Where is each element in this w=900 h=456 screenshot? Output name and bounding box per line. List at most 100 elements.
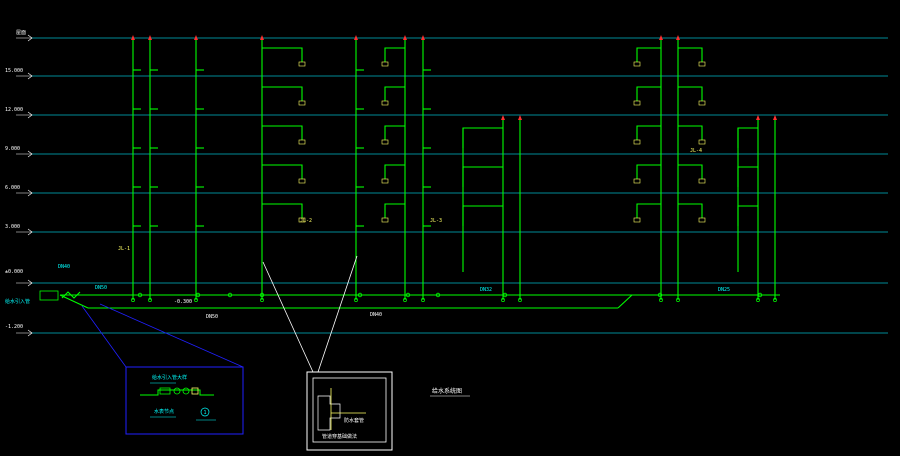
floor-label-3000: 3.000	[5, 224, 20, 230]
inset-leader-left	[81, 305, 127, 368]
riser-base-2	[194, 298, 198, 302]
riser-base-12	[773, 298, 777, 302]
callout-sleeve-note: 防水套管	[344, 417, 364, 424]
riser-base-5	[403, 298, 407, 302]
riser-base-10	[676, 298, 680, 302]
main-valve-3	[259, 292, 265, 298]
branch-0-4	[262, 203, 303, 218]
stack-tag-3: JL-3	[430, 218, 442, 224]
main-label-dn32: DN32	[480, 287, 492, 293]
branch-1-1	[636, 86, 661, 101]
riser-base-3	[260, 298, 264, 302]
main-pipe-labels: DN50 -0.300 DN40 DN32 DN25	[174, 287, 730, 320]
inset-check-valve	[191, 387, 199, 395]
level-mark-5	[16, 228, 33, 236]
inset-frame	[125, 366, 244, 435]
riser-valve-12	[773, 115, 777, 120]
callout-leader-right	[317, 255, 358, 373]
fixture-2-4	[698, 217, 706, 223]
riser-valve-0	[131, 35, 135, 40]
riser-valve-5	[403, 35, 407, 40]
riser-base-1	[148, 298, 152, 302]
fixture-3-2	[381, 139, 389, 145]
riser-valve-7	[501, 115, 505, 120]
riser-valve-10	[676, 35, 680, 40]
main-valve-1	[195, 292, 201, 298]
branch-1-0	[636, 47, 661, 62]
inset-valve-b	[182, 387, 190, 395]
main-valve-8	[657, 292, 663, 298]
floor-level-labels: 屋面 15.000 12.000 9.000 6.000 3.000 ±0.00…	[5, 30, 26, 330]
main-valve-9	[757, 292, 763, 298]
branch-2-4	[678, 203, 703, 218]
drawing-title: 给水系统图	[432, 387, 462, 395]
branch-0-3	[262, 164, 303, 179]
upper-branch-1-0	[737, 127, 758, 148]
main-valve-7	[502, 292, 508, 298]
floor-label-ground: ±0.000	[5, 269, 23, 275]
main-pipe-riser-step	[617, 294, 633, 309]
upper-branch-0-0	[462, 127, 503, 148]
branch-3-2	[384, 125, 405, 140]
floor-label-6000: 6.000	[5, 185, 20, 191]
branch-1-2	[636, 125, 661, 140]
fixture-3-4	[381, 217, 389, 223]
inlet-label-name: 给水引入管	[5, 298, 30, 305]
stack-tag-2: JL-2	[300, 218, 312, 224]
branch-3-0	[384, 47, 405, 62]
callout-inner-frame	[312, 377, 387, 443]
fixture-0-2	[298, 139, 306, 145]
fixture-1-3	[633, 178, 641, 184]
branch-0-0	[262, 47, 303, 62]
main-valve-4	[357, 292, 363, 298]
stack-tag-4: JL-4	[690, 148, 702, 154]
floor-label-15000: 15.000	[5, 68, 23, 74]
branch-1-4	[636, 203, 661, 218]
stack-tag-1: JL-1	[118, 246, 130, 252]
riser-base-8	[518, 298, 522, 302]
fixture-3-0	[381, 61, 389, 67]
riser-base-7	[501, 298, 505, 302]
floor-label-12000: 12.000	[5, 107, 23, 113]
fixture-2-2	[698, 139, 706, 145]
branch-0-2	[262, 125, 303, 140]
riser-valve-6	[421, 35, 425, 40]
riser-valve-1	[148, 35, 152, 40]
branch-0-1	[262, 86, 303, 101]
stack-tags: JL-1 JL-2 JL-3 JL-4	[118, 148, 702, 252]
main-label-dn40: DN40	[370, 312, 382, 318]
riser-valve-3	[260, 35, 264, 40]
inset-meter	[159, 387, 171, 395]
callout-foundation	[317, 395, 341, 431]
main-valve-2	[227, 292, 233, 298]
fixture-3-3	[381, 178, 389, 184]
level-mark-4	[16, 189, 33, 197]
upper-branch-1-1	[737, 166, 758, 187]
level-mark-0	[16, 34, 33, 42]
inlet-label-dn40: DN40	[58, 264, 70, 270]
inset-number: 1	[204, 410, 207, 416]
inlet-label-dn50: DN50	[95, 285, 107, 291]
level-mark-6	[16, 279, 33, 287]
fixture-0-3	[298, 178, 306, 184]
inlet-labels: DN40 给水引入管 DN50	[5, 264, 107, 305]
inset-leader-right	[99, 303, 244, 368]
inset-detail[interactable]: 给水引入管大样 水表节点 1	[81, 303, 244, 435]
inset-meter-label: 水表节点	[154, 408, 174, 415]
branch-3-1	[384, 86, 405, 101]
riser-valve-4	[354, 35, 358, 40]
inlet-valve-symbol	[61, 291, 81, 299]
callout-detail[interactable]: 防水套管 管道穿基础做法	[262, 255, 393, 451]
main-label-dn50: DN50	[206, 314, 218, 320]
inset-pipe	[140, 389, 214, 396]
water-supply-pipes	[39, 40, 780, 309]
branch-3-3	[384, 164, 405, 179]
callout-caption: 管道穿基础做法	[322, 433, 357, 440]
inset-number-circle	[200, 407, 210, 417]
inset-valve-a	[173, 387, 181, 395]
inlet-connector	[59, 294, 89, 309]
branch-1-3	[636, 164, 661, 179]
callout-leader-left	[262, 261, 314, 373]
riser-valve-11	[756, 115, 760, 120]
